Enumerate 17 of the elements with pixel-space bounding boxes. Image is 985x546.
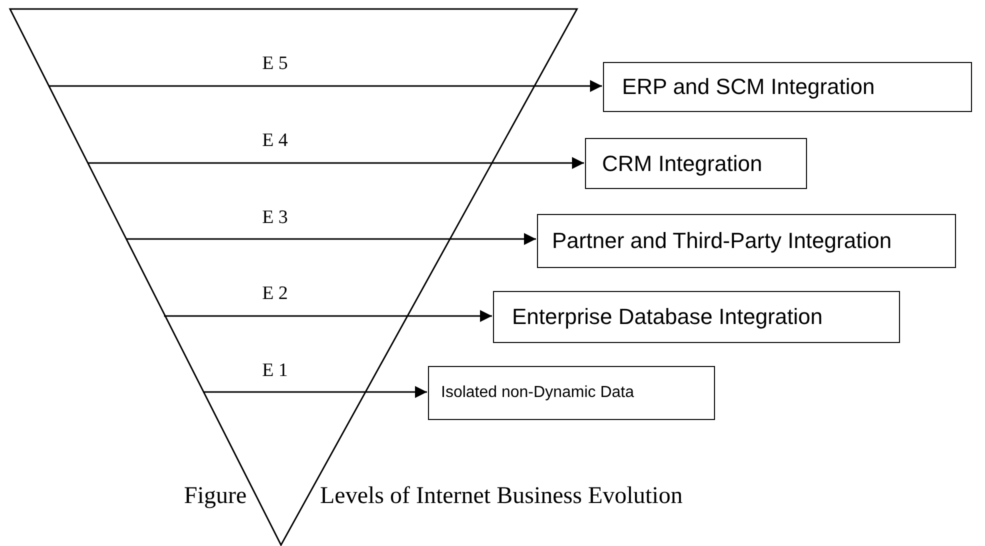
arrow [88, 157, 584, 169]
level-box: Enterprise Database Integration [493, 291, 900, 343]
arrow [49, 80, 602, 92]
level-label: E 1 [262, 361, 288, 380]
figure-caption: Levels of Internet Business Evolution [320, 484, 683, 508]
arrow [126, 233, 536, 245]
level-box: CRM Integration [585, 138, 807, 189]
level-label: E 2 [262, 284, 288, 303]
arrow [164, 310, 492, 322]
level-label: E 4 [262, 131, 288, 150]
figure-caption: Figure [184, 484, 247, 508]
level-box: ERP and SCM Integration [603, 62, 972, 112]
level-label: E 5 [262, 54, 288, 73]
level-box: Isolated non-Dynamic Data [428, 366, 715, 420]
arrow [203, 386, 427, 398]
level-box: Partner and Third-Party Integration [537, 214, 956, 268]
level-label: E 3 [262, 208, 288, 227]
